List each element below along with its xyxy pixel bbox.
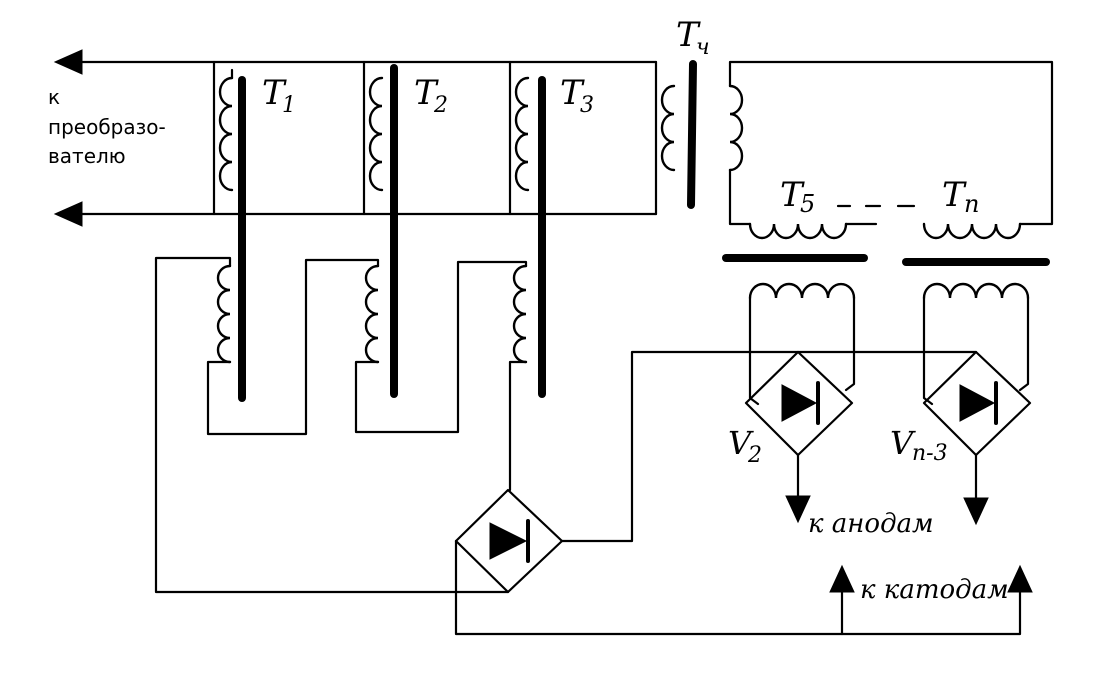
bridge-v2 — [744, 350, 854, 524]
t3-primary-coil — [514, 76, 530, 192]
t3-to-bridge-wire — [508, 360, 528, 492]
t4-secondary-loop-left — [728, 168, 752, 226]
t3-label: T — [560, 73, 585, 113]
t4-primary-coil — [660, 84, 676, 172]
t5-label: T — [780, 175, 805, 215]
vn-left-lead — [922, 296, 934, 406]
vn-label: V — [890, 424, 916, 462]
t1-label: T — [262, 73, 287, 113]
cathode-arrow-left — [829, 564, 855, 593]
t2-primary-coil — [368, 76, 384, 192]
tn-secondary-coil — [922, 282, 1030, 300]
t2-label-sub: 2 — [433, 93, 448, 118]
top-arrow-left — [53, 49, 83, 75]
t1-label-sub: 1 — [282, 93, 296, 118]
vn-label-sub: n-3 — [912, 441, 948, 466]
t1-sec-outer-wire — [154, 256, 510, 594]
converter-bus — [53, 49, 658, 227]
to-converter-label-3: вателю — [48, 144, 126, 168]
to-anodes-label: к анодам — [808, 509, 934, 539]
to-cathodes-label: к катодам — [860, 575, 1009, 605]
t4-core — [687, 60, 697, 209]
t1-t2-series-wire — [206, 258, 380, 436]
t1-secondary-coil — [216, 264, 232, 364]
t5-label-sub: 5 — [800, 190, 815, 218]
t5-primary-coil — [748, 222, 848, 240]
t2-t3-series-wire — [354, 260, 528, 434]
v2-right-lead — [844, 296, 856, 392]
t4-secondary-loop-top — [728, 60, 1054, 226]
cathode-arrow-right — [1007, 564, 1033, 593]
vn-diode-triangle — [959, 384, 996, 422]
t5-secondary-coil — [748, 282, 856, 300]
tn-label: T — [942, 175, 967, 215]
t2-secondary-coil — [364, 264, 380, 364]
t1-primary-coil — [218, 76, 234, 192]
to-converter-label-1: к — [48, 85, 60, 109]
bridge-to-anodes-wire — [560, 350, 978, 543]
t4-label: T — [676, 15, 701, 55]
bottom-arrow-left — [53, 201, 83, 227]
v2-label-sub: 2 — [747, 443, 762, 468]
cathode-bus — [454, 539, 1022, 636]
bridge-vn — [922, 350, 1032, 526]
tn-primary-coil — [922, 222, 1022, 240]
t4-secondary-coil — [728, 84, 744, 172]
t2-label: T — [414, 73, 439, 113]
main-bridge-rectifier — [454, 488, 564, 594]
v2-anode-arrow — [785, 495, 811, 524]
v2-diode-triangle — [781, 384, 818, 422]
vn-anode-arrow — [963, 497, 989, 526]
t3-secondary-coil — [512, 264, 528, 364]
t3-label-sub: 3 — [580, 93, 594, 118]
to-converter-label-2: преобразо- — [48, 115, 166, 139]
main-bridge-diamond — [454, 488, 564, 594]
vn-right-lead — [1018, 296, 1030, 392]
main-diode-triangle — [489, 522, 528, 560]
v2-label: V — [728, 424, 754, 462]
t4-label-sub: ч — [696, 35, 710, 60]
tn-label-sub: n — [964, 190, 979, 218]
